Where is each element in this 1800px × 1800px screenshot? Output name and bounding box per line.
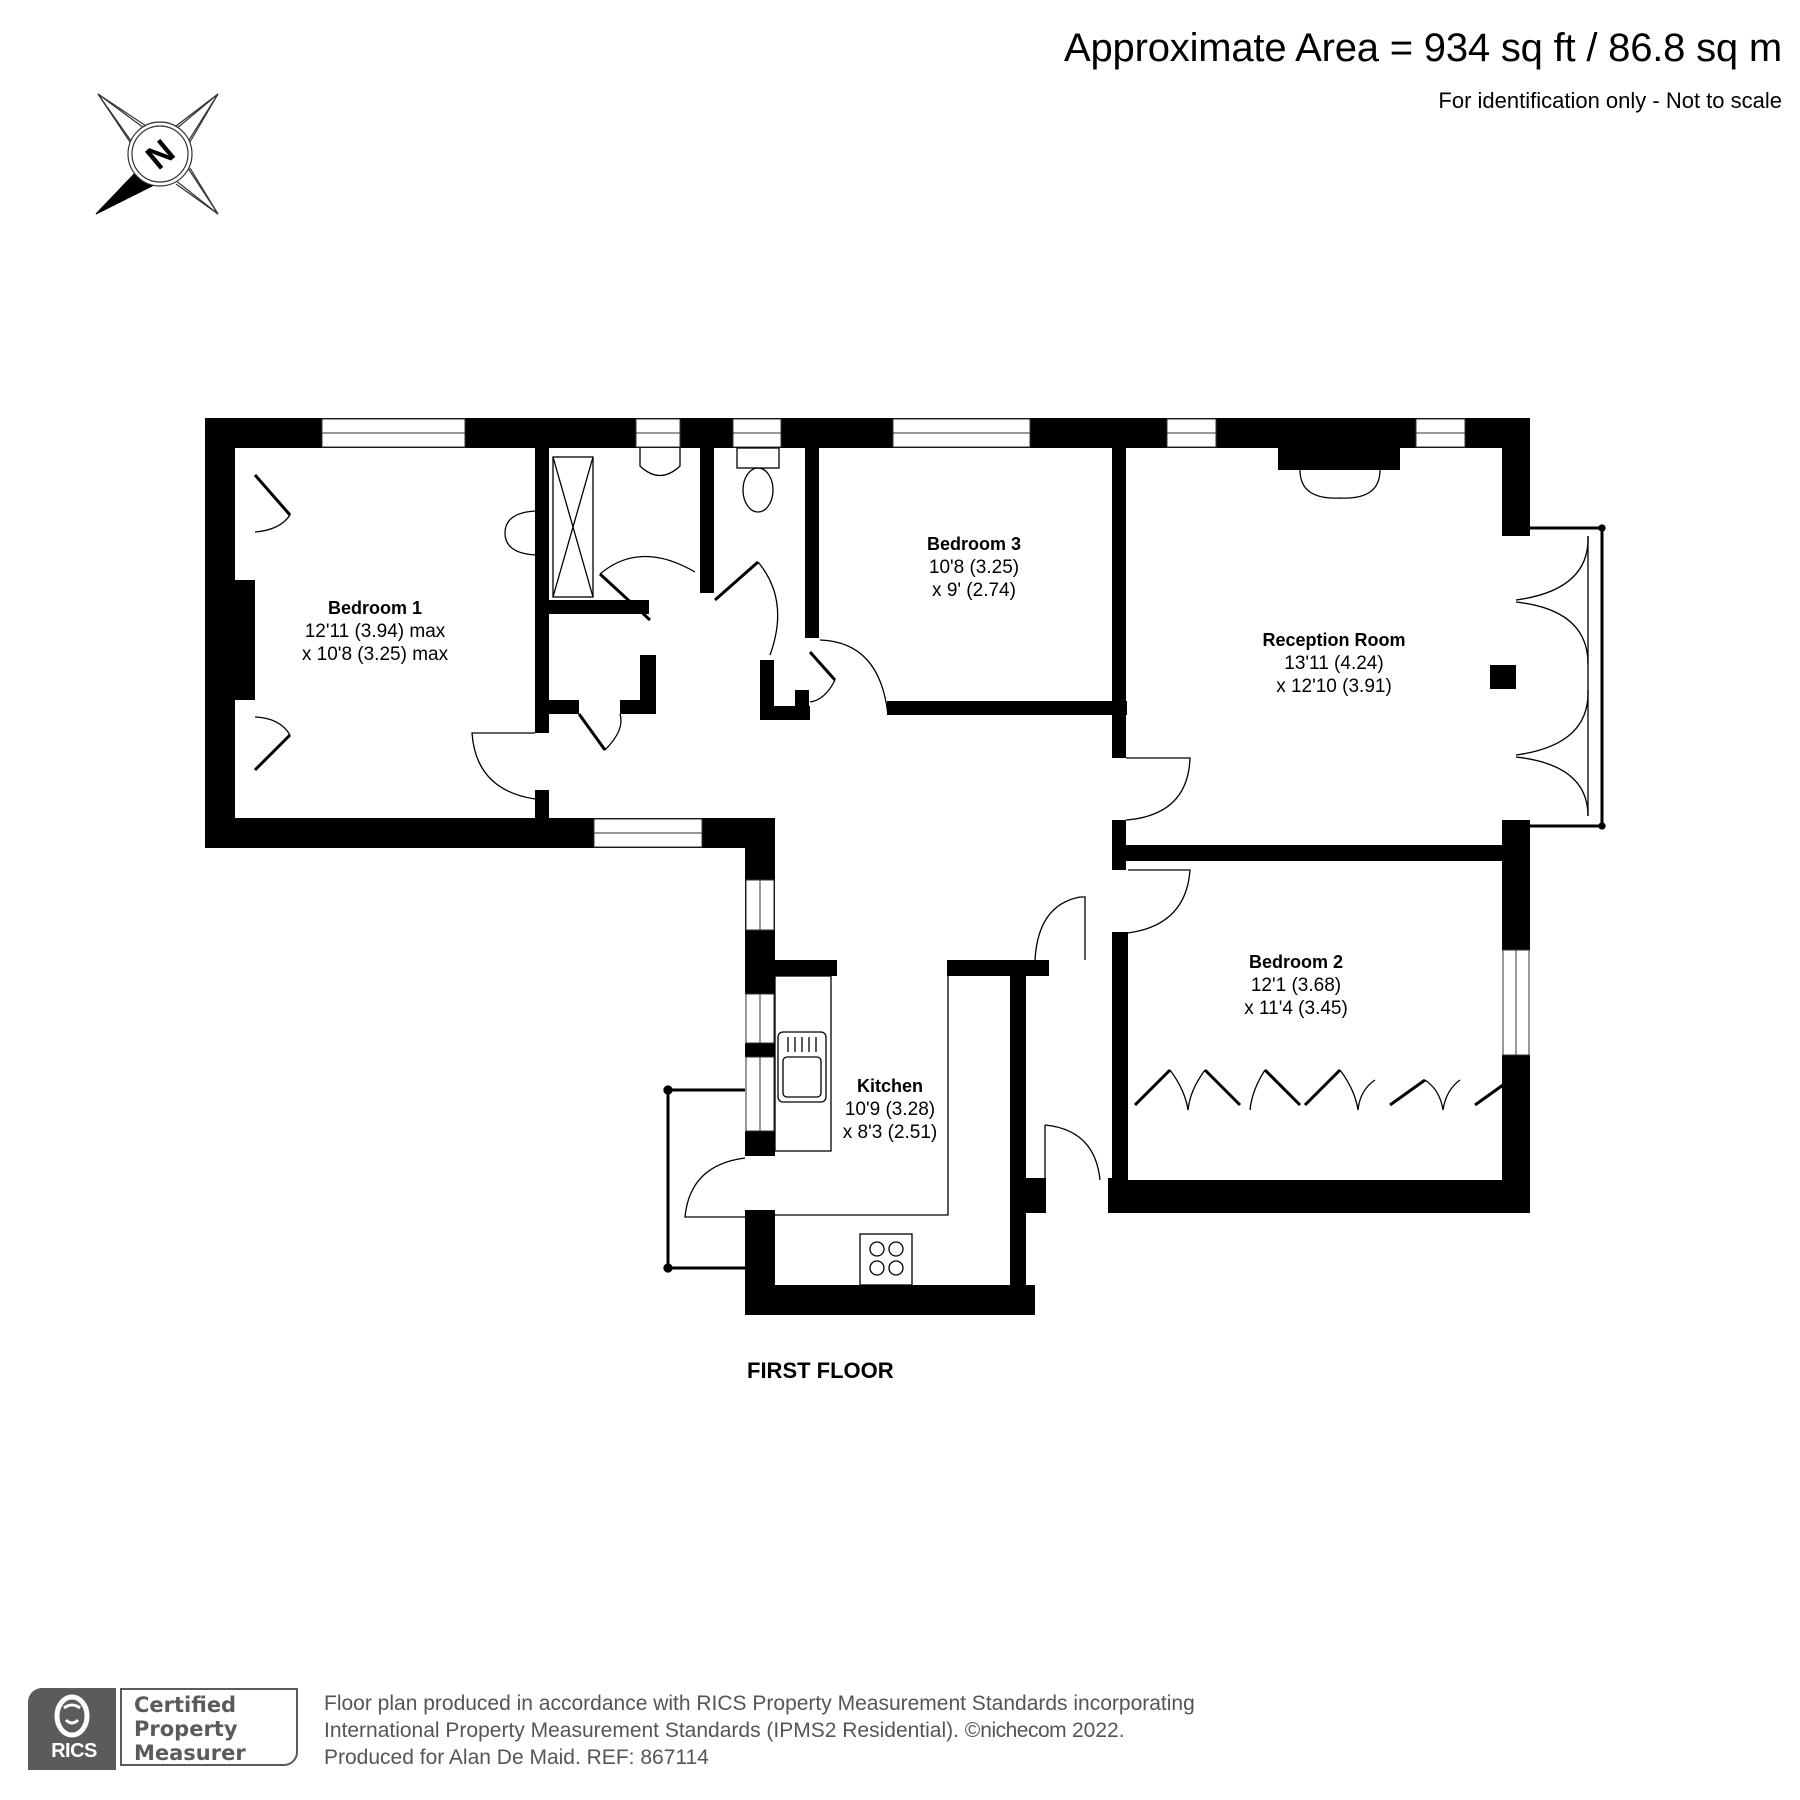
room-dimension: x 12'10 (3.91) [1276, 676, 1392, 697]
rics-certified-badge: RICS Certified Property Measurer [28, 1688, 304, 1770]
doors-and-fixtures [253, 447, 1606, 1286]
room-dimension: x 11'4 (3.45) [1244, 998, 1348, 1019]
approximate-area-title: Approximate Area = 934 sq ft / 86.8 sq m [1064, 26, 1782, 70]
north-compass-icon: N [95, 93, 219, 215]
room-bedroom-1: Bedroom 1 12'11 (3.94) max x 10'8 (3.25)… [302, 597, 448, 666]
room-name: Kitchen [856, 1076, 924, 1096]
nichecom-brand: nichecom [980, 1719, 1067, 1742]
footer-notes: Floor plan produced in accordance with R… [324, 1690, 1195, 1771]
footer: RICS Certified Property Measurer Floor p… [28, 1688, 1328, 1770]
floor-label: FIRST FLOOR [747, 1358, 894, 1383]
room-dimension: 10'8 (3.25) [928, 557, 1020, 578]
room-dimension: 10'9 (3.28) [844, 1099, 936, 1120]
rics-logo: RICS [28, 1688, 116, 1770]
room-dimension: x 9' (2.74) [932, 580, 1016, 601]
room-reception-room: Reception Room 13'11 (4.24) x 12'10 (3.9… [1262, 629, 1405, 698]
room-bedroom-2: Bedroom 2 12'1 (3.68) x 11'4 (3.45) [1244, 951, 1348, 1020]
windows [321, 418, 1530, 1132]
badge-line: Measurer [134, 1741, 246, 1765]
badge-line: Certified [134, 1693, 237, 1717]
scale-disclaimer: For identification only - Not to scale [1438, 88, 1782, 113]
footer-line-1: Floor plan produced in accordance with R… [324, 1692, 1195, 1715]
room-name: Bedroom 2 [1248, 952, 1344, 972]
room-dimension: x 10'8 (3.25) max [301, 644, 449, 665]
room-name: Bedroom 1 [327, 598, 423, 618]
room-dimension: 13'11 (4.24) [1284, 653, 1384, 674]
footer-line-2-text: International Property Measurement Stand… [324, 1719, 981, 1742]
room-kitchen: Kitchen 10'9 (3.28) x 8'3 (2.51) [843, 1075, 937, 1144]
footer-line-2: International Property Measurement Stand… [324, 1717, 1195, 1744]
footer-line-3: Produced for Alan De Maid. REF: 867114 [324, 1746, 709, 1769]
badge-line: Property [134, 1717, 238, 1741]
certified-measurer-box: Certified Property Measurer [120, 1688, 298, 1766]
walls [205, 418, 1530, 1315]
room-name: Bedroom 3 [926, 534, 1022, 554]
room-dimension: x 8'3 (2.51) [842, 1122, 938, 1143]
lion-icon [54, 1694, 90, 1738]
room-dimension: 12'1 (3.68) [1250, 975, 1342, 996]
footer-year: 2022. [1066, 1719, 1125, 1742]
rics-wordmark: RICS [51, 1740, 97, 1762]
room-dimension: 12'11 (3.94) max [304, 621, 446, 642]
room-name: Reception Room [1262, 630, 1406, 650]
room-bedroom-3: Bedroom 3 10'8 (3.25) x 9' (2.74) [927, 533, 1021, 602]
